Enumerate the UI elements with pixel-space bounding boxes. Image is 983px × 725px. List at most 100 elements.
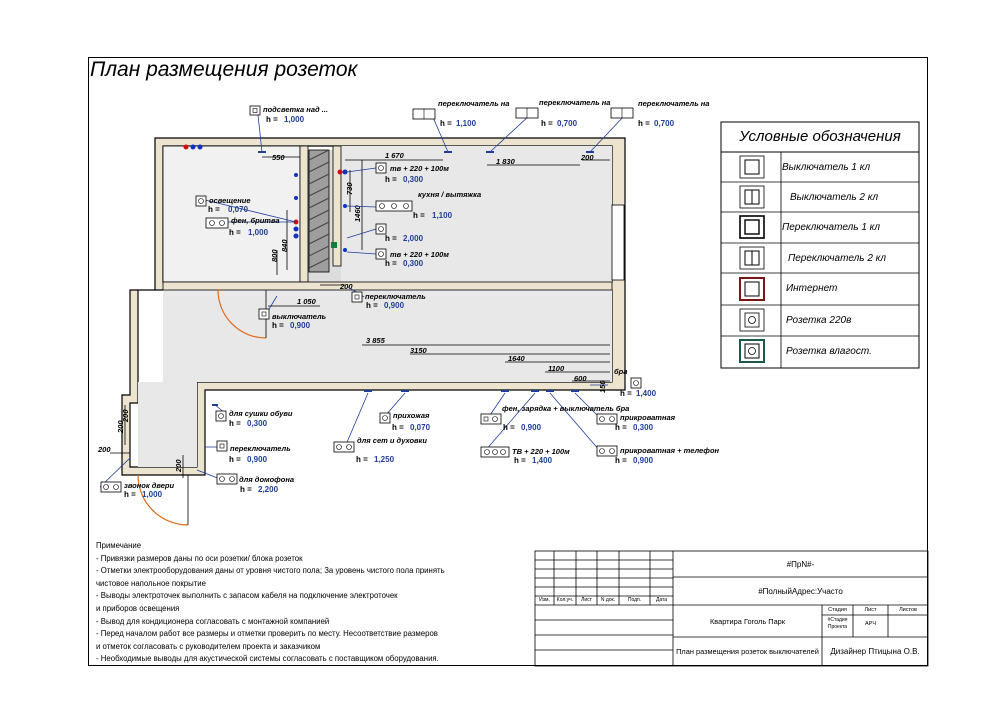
drawing-frame (88, 57, 928, 666)
dim-label: 1640 (508, 354, 526, 363)
device-h: h = (366, 301, 378, 310)
device-h-value: 0,900 (247, 455, 268, 464)
dim-label: 150 (598, 380, 607, 393)
dimension-lines (110, 156, 610, 478)
socket-moist-icon (739, 339, 765, 363)
device-label: переключатель на (539, 98, 610, 107)
device-callout: прикроватная h = 0,300 (596, 413, 676, 432)
device-h-value: 1,000 (248, 228, 269, 237)
device-h-value: 0,300 (633, 423, 654, 432)
device-label: прихожая (393, 411, 430, 420)
dim-label: 200 (121, 409, 130, 423)
device-callout: для сушки обуви h = 0,300 (215, 409, 293, 428)
device-h-value: 2,200 (258, 485, 279, 494)
device-callout: фен, зарядка + выключатель бра h = 0,900 (480, 404, 629, 432)
titleblock-sheets-label: Листов (899, 607, 917, 613)
device-h-value: 0,300 (403, 175, 424, 184)
switch-1-icon (739, 155, 765, 179)
device-h-value: 0,900 (633, 456, 654, 465)
device-h: h = (229, 228, 241, 237)
dim-label: 1100 (548, 364, 565, 373)
legend-table (720, 121, 920, 369)
device-label: прикроватная + телефон (620, 446, 720, 455)
device-h-value: 0,700 (654, 119, 675, 128)
device-h-value: 0,900 (290, 321, 311, 330)
legend-label-socket-moist: Розетка влагост. (786, 346, 872, 357)
switch-2-icon (739, 185, 765, 209)
device-h-value: 1,400 (532, 456, 553, 465)
device-h-value: 0,070 (228, 205, 249, 214)
device-h-value: 2,000 (403, 234, 424, 243)
dim-label: 3 855 (366, 336, 386, 345)
titleblock-col: Подп. (627, 597, 642, 603)
device-h: h = (385, 259, 397, 268)
dim-label: 800 (270, 249, 279, 262)
dim-label: 3150 (410, 346, 428, 355)
titleblock-stage-value: #Стадия Проекта (827, 617, 848, 630)
device-label: тв + 220 + 100м (390, 164, 449, 173)
device-callout: выключатель h = 0,900 (258, 308, 327, 330)
device-h-value: 0,900 (521, 423, 542, 432)
titleblock-stage-label: Стадия (828, 607, 847, 613)
device-h: h = (385, 234, 397, 243)
dim-label: 200 (174, 459, 183, 473)
device-h-value: 0,070 (410, 423, 431, 432)
internet-icon (739, 277, 765, 301)
device-callout: прикроватная + телефон h = 0,900 (596, 445, 720, 465)
device-callout: переключатель h = 0,900 (351, 291, 426, 310)
dim-label: 200 (116, 420, 125, 434)
dim-label: 1 050 (297, 297, 317, 306)
notes-line: и приборов освещения (96, 603, 180, 613)
device-h-value: 0,300 (403, 259, 424, 268)
legend-label-toggle-2: Переключатель 2 кл (788, 253, 887, 264)
notes-line: - Вывод для кондиционера согласовать с м… (96, 616, 330, 626)
titleblock-col: Изм. (539, 597, 550, 603)
device-h-value: 0,700 (557, 119, 578, 128)
device-h-value: 1,250 (374, 455, 395, 464)
door-arcs (137, 289, 267, 526)
device-callout: переключатель h = 0,900 (216, 440, 291, 464)
dim-label: 730 (345, 182, 354, 195)
device-h: h = (620, 389, 632, 398)
notes-line: - Выводы электроточек выполнить с запасо… (96, 591, 398, 601)
device-h: h = (413, 211, 425, 220)
device-callout: кухня / вытяжка h = 1,100 (375, 190, 481, 220)
device-callout: h = 2,000 (375, 223, 424, 243)
titleblock-col: Кол.уч. (556, 597, 574, 603)
dim-label: 600 (574, 374, 587, 383)
notes-line: и отметок согласовать с руководителем пр… (96, 641, 321, 651)
device-h: h = (229, 455, 241, 464)
device-h: h = (392, 423, 404, 432)
dimension-labels: 550 1 670 1 830 200 730 1460 800 840 200… (97, 151, 607, 473)
device-h: h = (514, 456, 526, 465)
device-callout: бра h = 1,400 (614, 367, 657, 398)
device-callout: тв + 220 + 100м h = 0,300 (375, 248, 449, 268)
device-h: h = (541, 119, 553, 128)
device-label: звонок двери (124, 481, 174, 490)
dim-label: 200 (339, 282, 353, 291)
dim-label: 1460 (353, 204, 362, 222)
device-label: переключатель на (438, 99, 509, 108)
device-label: прикроватная (620, 413, 676, 422)
device-h-value: 1,100 (432, 211, 453, 220)
wall-device-ticks (212, 151, 594, 406)
device-label: для домофона (239, 475, 294, 484)
device-h: h = (440, 119, 452, 128)
notes-heading: Примечание (96, 541, 142, 550)
device-h: h = (272, 321, 284, 330)
dim-label: 200 (580, 153, 594, 162)
device-label: переключатель (365, 292, 426, 301)
device-callout: переключатель на h = 1,100 (412, 99, 509, 128)
device-label: бра (614, 367, 627, 376)
device-callout: фен, бритва h = 1,000 (205, 216, 280, 237)
device-callout: освещение h = 0,070 (195, 195, 251, 214)
device-callout: переключатель на h = 0,700 (610, 99, 709, 128)
titleblock-address: #ПолныйАдрес:Участо (758, 586, 843, 596)
device-h: h = (208, 205, 220, 214)
device-callout: для домофона h = 2,200 (216, 473, 294, 494)
notes-block: Примечание - Привязки размеров даны по о… (96, 540, 536, 666)
device-label: кухня / вытяжка (418, 190, 481, 199)
dim-label: 550 (272, 153, 285, 162)
device-label: переключатель (230, 444, 291, 453)
